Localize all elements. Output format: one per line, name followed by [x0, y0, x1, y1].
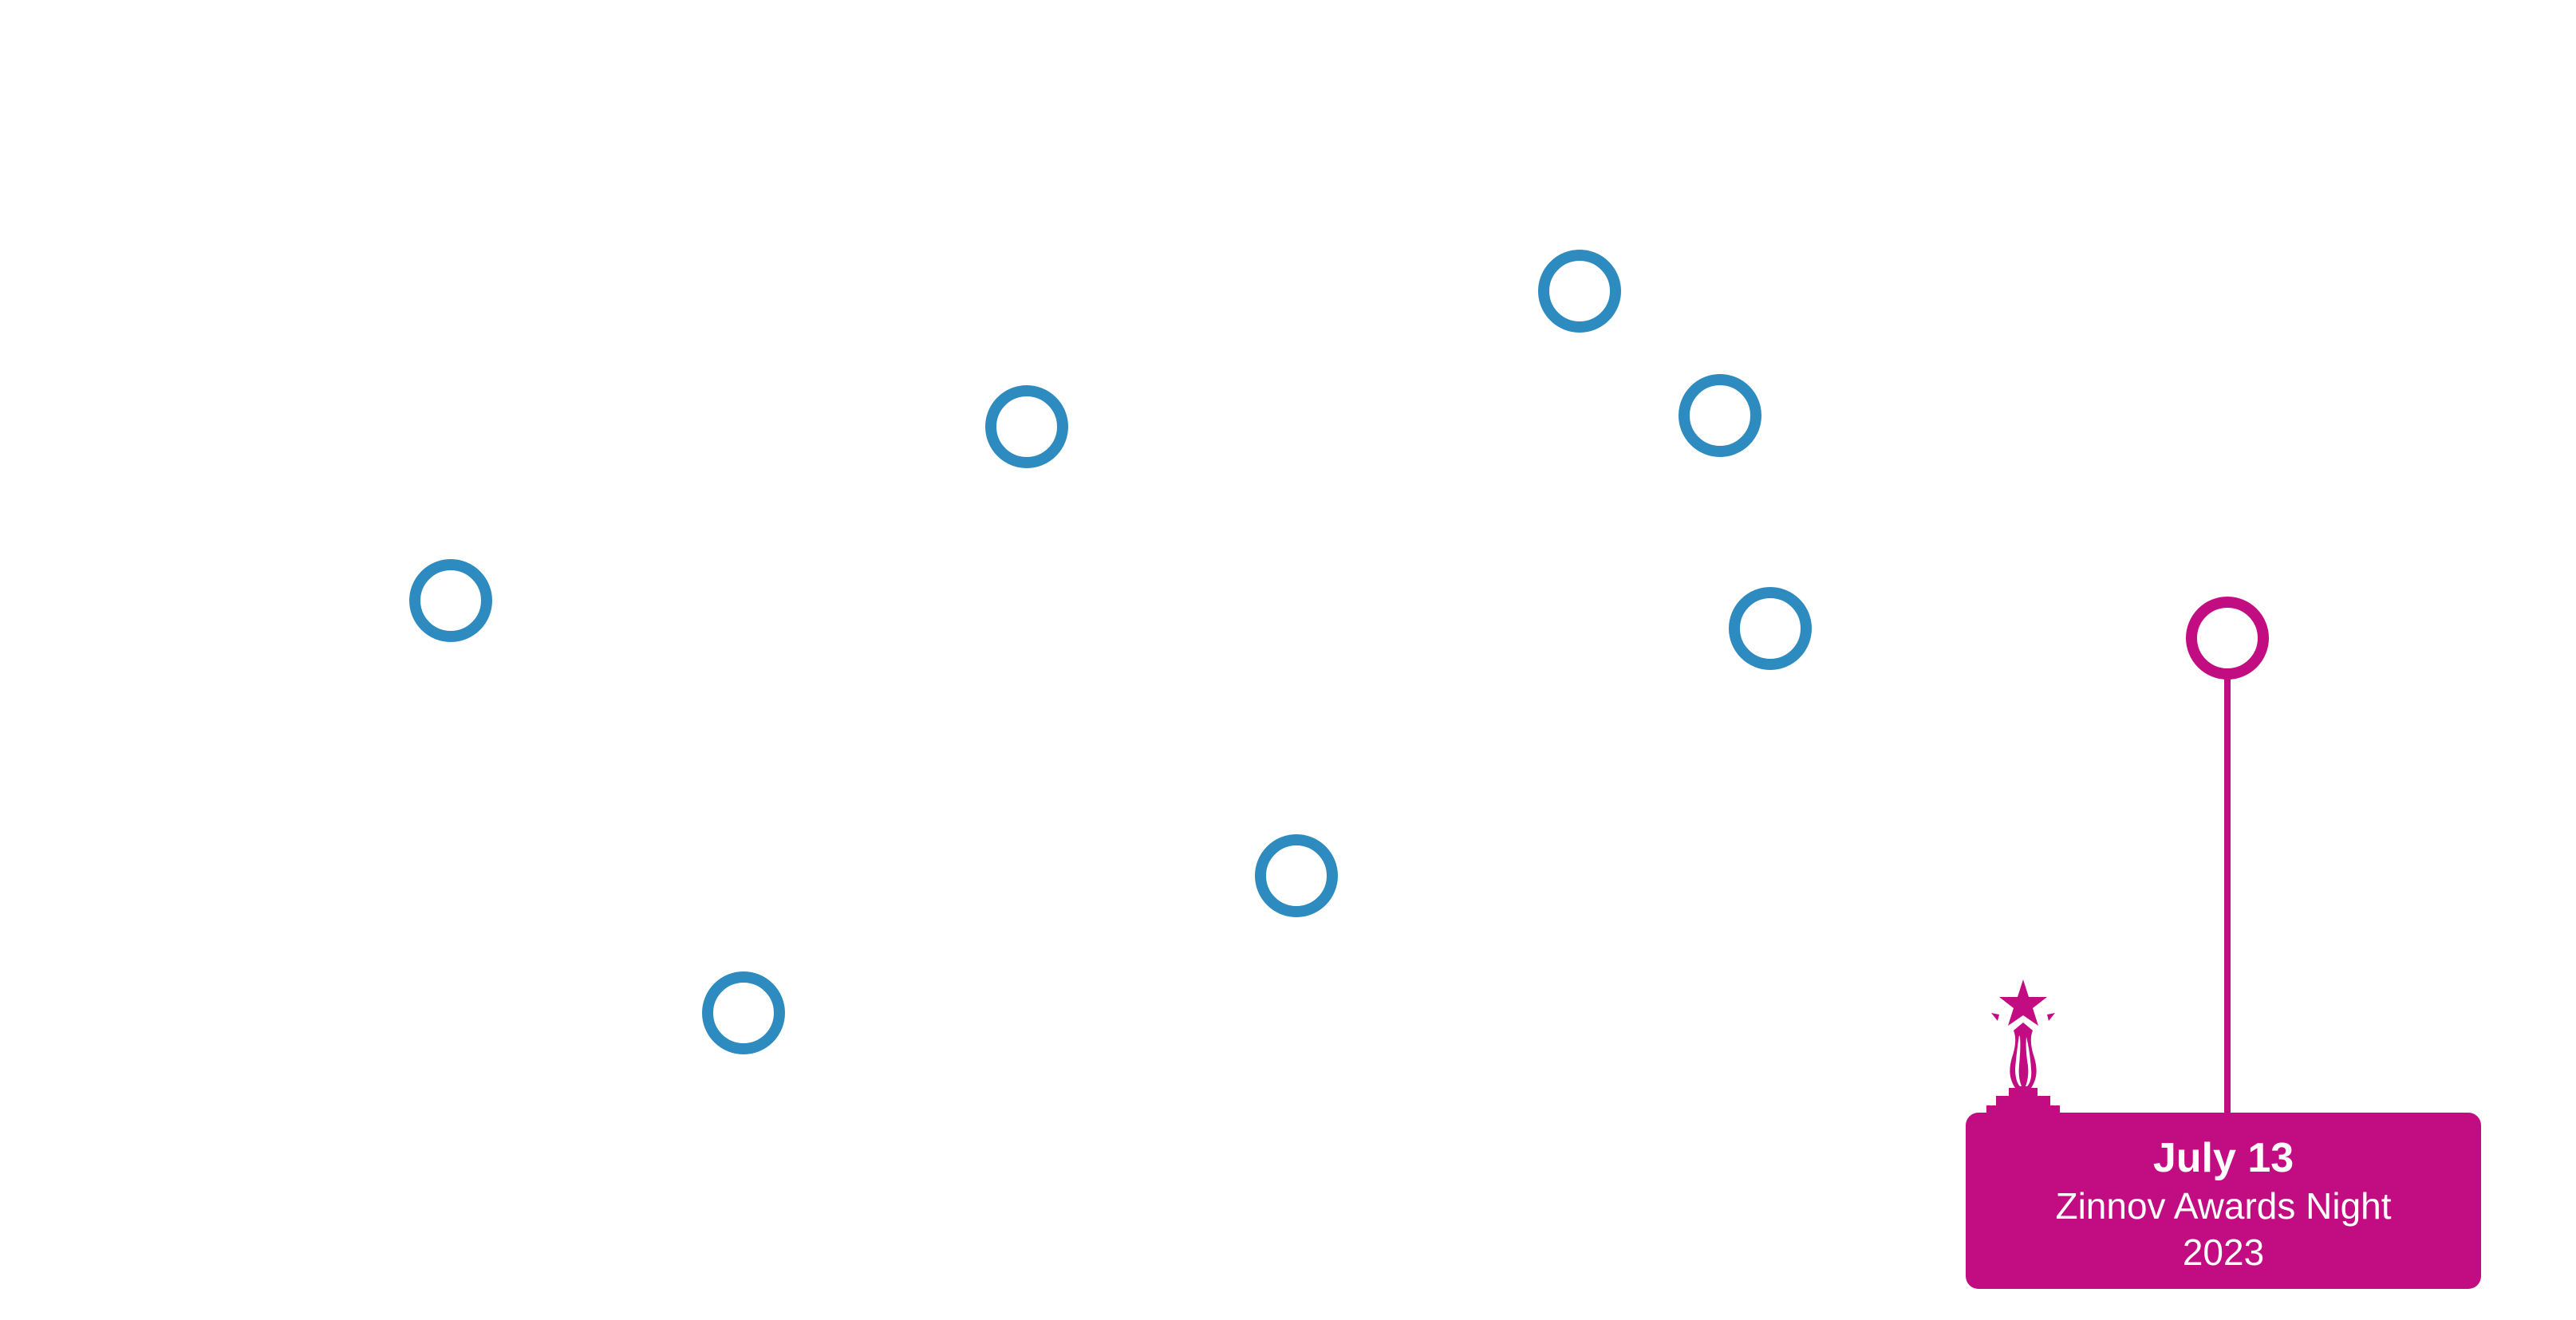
timeline-node[interactable]: [702, 971, 785, 1054]
timeline-node[interactable]: [1679, 374, 1761, 457]
timeline-node[interactable]: [1729, 587, 1812, 670]
event-date: July 13: [2152, 1135, 2294, 1181]
timeline-node-selected[interactable]: [2186, 597, 2269, 680]
timeline-node[interactable]: [409, 559, 492, 642]
event-title: Zinnov Awards Night 2023: [2055, 1185, 2392, 1273]
timeline-node[interactable]: [1538, 250, 1621, 333]
timeline-node[interactable]: [985, 385, 1068, 468]
event-card[interactable]: July 13 Zinnov Awards Night 2023: [1966, 1113, 2481, 1289]
timeline-node[interactable]: [1255, 834, 1338, 917]
trophy-icon: [1986, 979, 2060, 1113]
